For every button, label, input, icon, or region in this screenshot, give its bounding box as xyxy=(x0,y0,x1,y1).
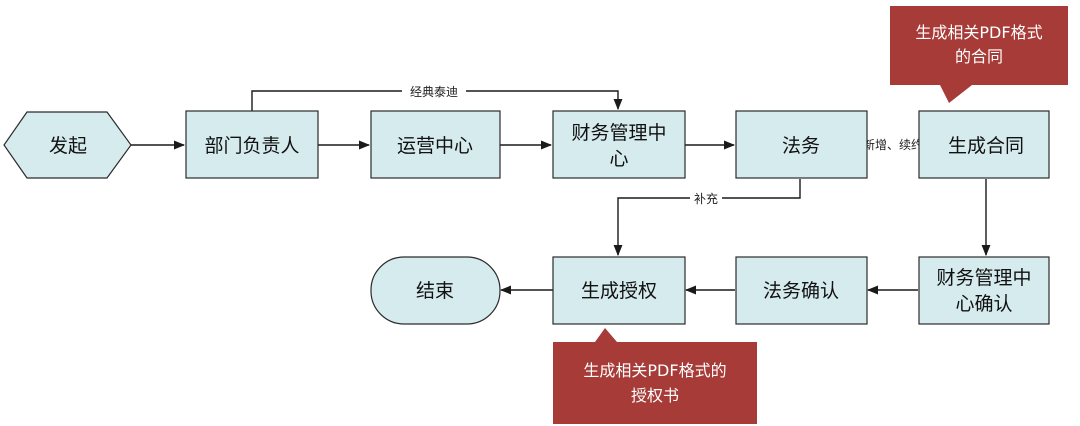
node-finance-confirm-line2: 心确认 xyxy=(955,293,1012,315)
node-legal-shape xyxy=(735,110,868,179)
node-finance-shape xyxy=(552,110,686,179)
edge-label-classic: 经典泰迪 xyxy=(410,85,458,99)
node-end: 结束 xyxy=(416,280,454,302)
node-end-shape xyxy=(370,256,501,325)
callout-contract-shape xyxy=(890,6,1068,103)
node-generate-auth-shape xyxy=(552,256,686,325)
node-dept-head: 部门负责人 xyxy=(204,135,299,157)
callout-auth-line1: 生成相关PDF格式的 xyxy=(583,361,726,380)
callout-contract-line1: 生成相关PDF格式 xyxy=(915,23,1042,42)
node-generate-auth: 生成授权 xyxy=(581,280,657,302)
node-finance-confirm-shape xyxy=(918,256,1050,325)
nodes xyxy=(3,110,1050,325)
node-finance-line1: 财务管理中 xyxy=(571,122,666,144)
node-start-shape xyxy=(3,111,132,179)
edge-label-bg xyxy=(402,83,466,99)
node-finance-line2: 心 xyxy=(609,148,628,170)
node-generate-contract-shape xyxy=(918,110,1050,179)
callout-auth: 生成相关PDF格式的 授权书 xyxy=(553,328,757,424)
edge-label-bg xyxy=(690,190,722,206)
node-legal-confirm: 法务确认 xyxy=(763,280,839,302)
callout-auth-line2: 授权书 xyxy=(631,386,679,405)
edge-label-bg xyxy=(854,136,932,153)
node-finance-confirm-line1: 财务管理中 xyxy=(936,267,1031,289)
node-generate-contract: 生成合同 xyxy=(948,135,1024,157)
callout-contract-line2: 的合同 xyxy=(955,47,1003,66)
callout-contract: 生成相关PDF格式 的合同 xyxy=(890,6,1068,103)
edge-label-new-renew: 新增、续约 xyxy=(863,137,923,152)
edge-label-supplement: 补充 xyxy=(694,191,718,206)
node-legal: 法务 xyxy=(782,135,820,157)
node-dept-head-shape xyxy=(185,110,319,179)
callout-auth-shape xyxy=(553,328,757,424)
node-operations-shape xyxy=(370,110,501,179)
node-start: 发起 xyxy=(49,135,87,157)
node-legal-confirm-shape xyxy=(735,256,868,325)
node-operations: 运营中心 xyxy=(397,135,473,157)
